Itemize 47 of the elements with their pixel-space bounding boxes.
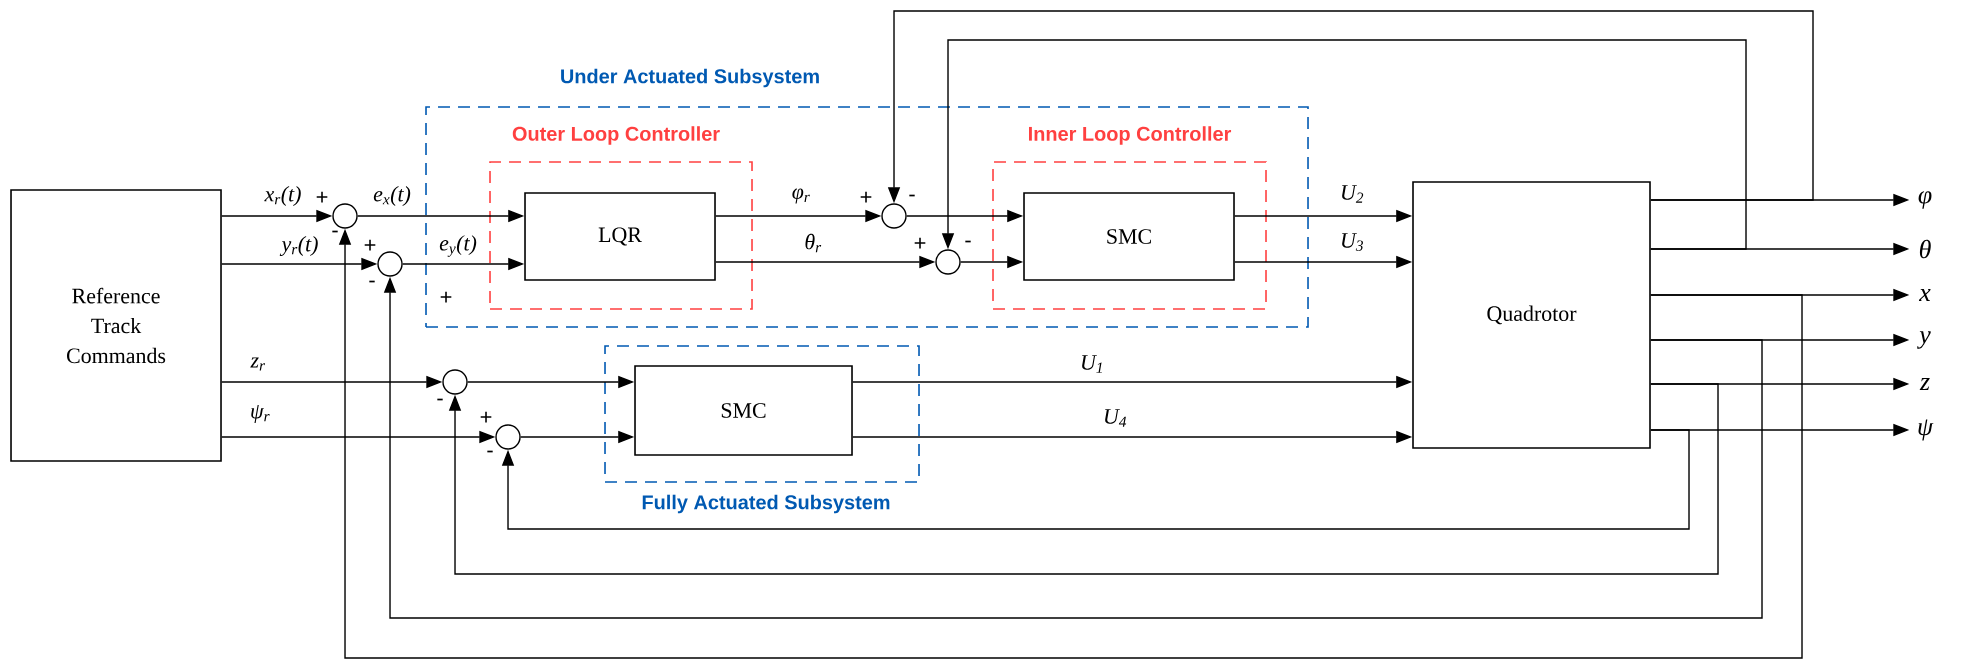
summing-junction xyxy=(935,249,961,275)
block-box: SMC xyxy=(1023,192,1235,281)
sign-label: - xyxy=(369,280,375,283)
edge-label: U$_{4}$ xyxy=(1102,408,1128,428)
block-box: LQR xyxy=(524,192,716,281)
edge-label: θ$_{r}$ xyxy=(803,232,823,254)
sign-label: - xyxy=(965,240,971,243)
edge-label: U$_{1}$ xyxy=(1079,354,1105,374)
node-label: Under Actuated Subsystem xyxy=(561,68,819,88)
edge-label: ψ$_{r}$ xyxy=(249,404,272,424)
edge-label: e$_{y}$(t) xyxy=(438,234,478,258)
sign-label: + xyxy=(480,411,492,423)
arrow xyxy=(501,429,1690,530)
sign-label: + xyxy=(364,239,376,251)
output-label: z xyxy=(1919,378,1930,390)
sign-label: + xyxy=(860,191,872,203)
arrow xyxy=(448,383,1719,575)
block-box: Reference Track Commands xyxy=(10,189,222,462)
sign-label: - xyxy=(909,194,915,197)
summing-junction xyxy=(377,251,403,277)
sign-label: + xyxy=(440,291,452,303)
edge-label: φ$_{r}$ xyxy=(790,187,812,205)
output-label: ψ xyxy=(1918,419,1934,441)
output-label: θ xyxy=(1919,239,1931,259)
output-label: x xyxy=(1918,289,1931,301)
block-box: Quadrotor xyxy=(1412,181,1651,449)
node-label: Inner Loop Controller xyxy=(1029,126,1232,145)
output-label: y xyxy=(1917,331,1931,349)
summing-junction xyxy=(332,203,358,229)
sign-label: - xyxy=(332,230,338,233)
node-label: Fully Actuated Subsystem xyxy=(642,494,890,514)
block-box: SMC xyxy=(634,365,853,456)
sign-label: - xyxy=(437,398,443,401)
summing-junction xyxy=(881,203,907,229)
edge-label: x$_{r}$(t) xyxy=(263,185,303,207)
summing-junction xyxy=(442,369,468,395)
edge-label: U$_{3}$ xyxy=(1339,232,1365,252)
edge-label: e$_{x}$(t) xyxy=(372,185,412,207)
sign-label: + xyxy=(914,237,926,249)
sign-label: + xyxy=(316,191,328,203)
edge-label: z$_{r}$ xyxy=(249,356,267,372)
node-label: Outer Loop Controller xyxy=(512,126,720,145)
edge-label: y$_{r}$(t) xyxy=(279,235,320,257)
summing-junction xyxy=(495,424,521,450)
edge-label: U$_{2}$ xyxy=(1339,184,1365,204)
output-label: φ xyxy=(1918,191,1932,209)
sign-label: - xyxy=(487,450,493,453)
